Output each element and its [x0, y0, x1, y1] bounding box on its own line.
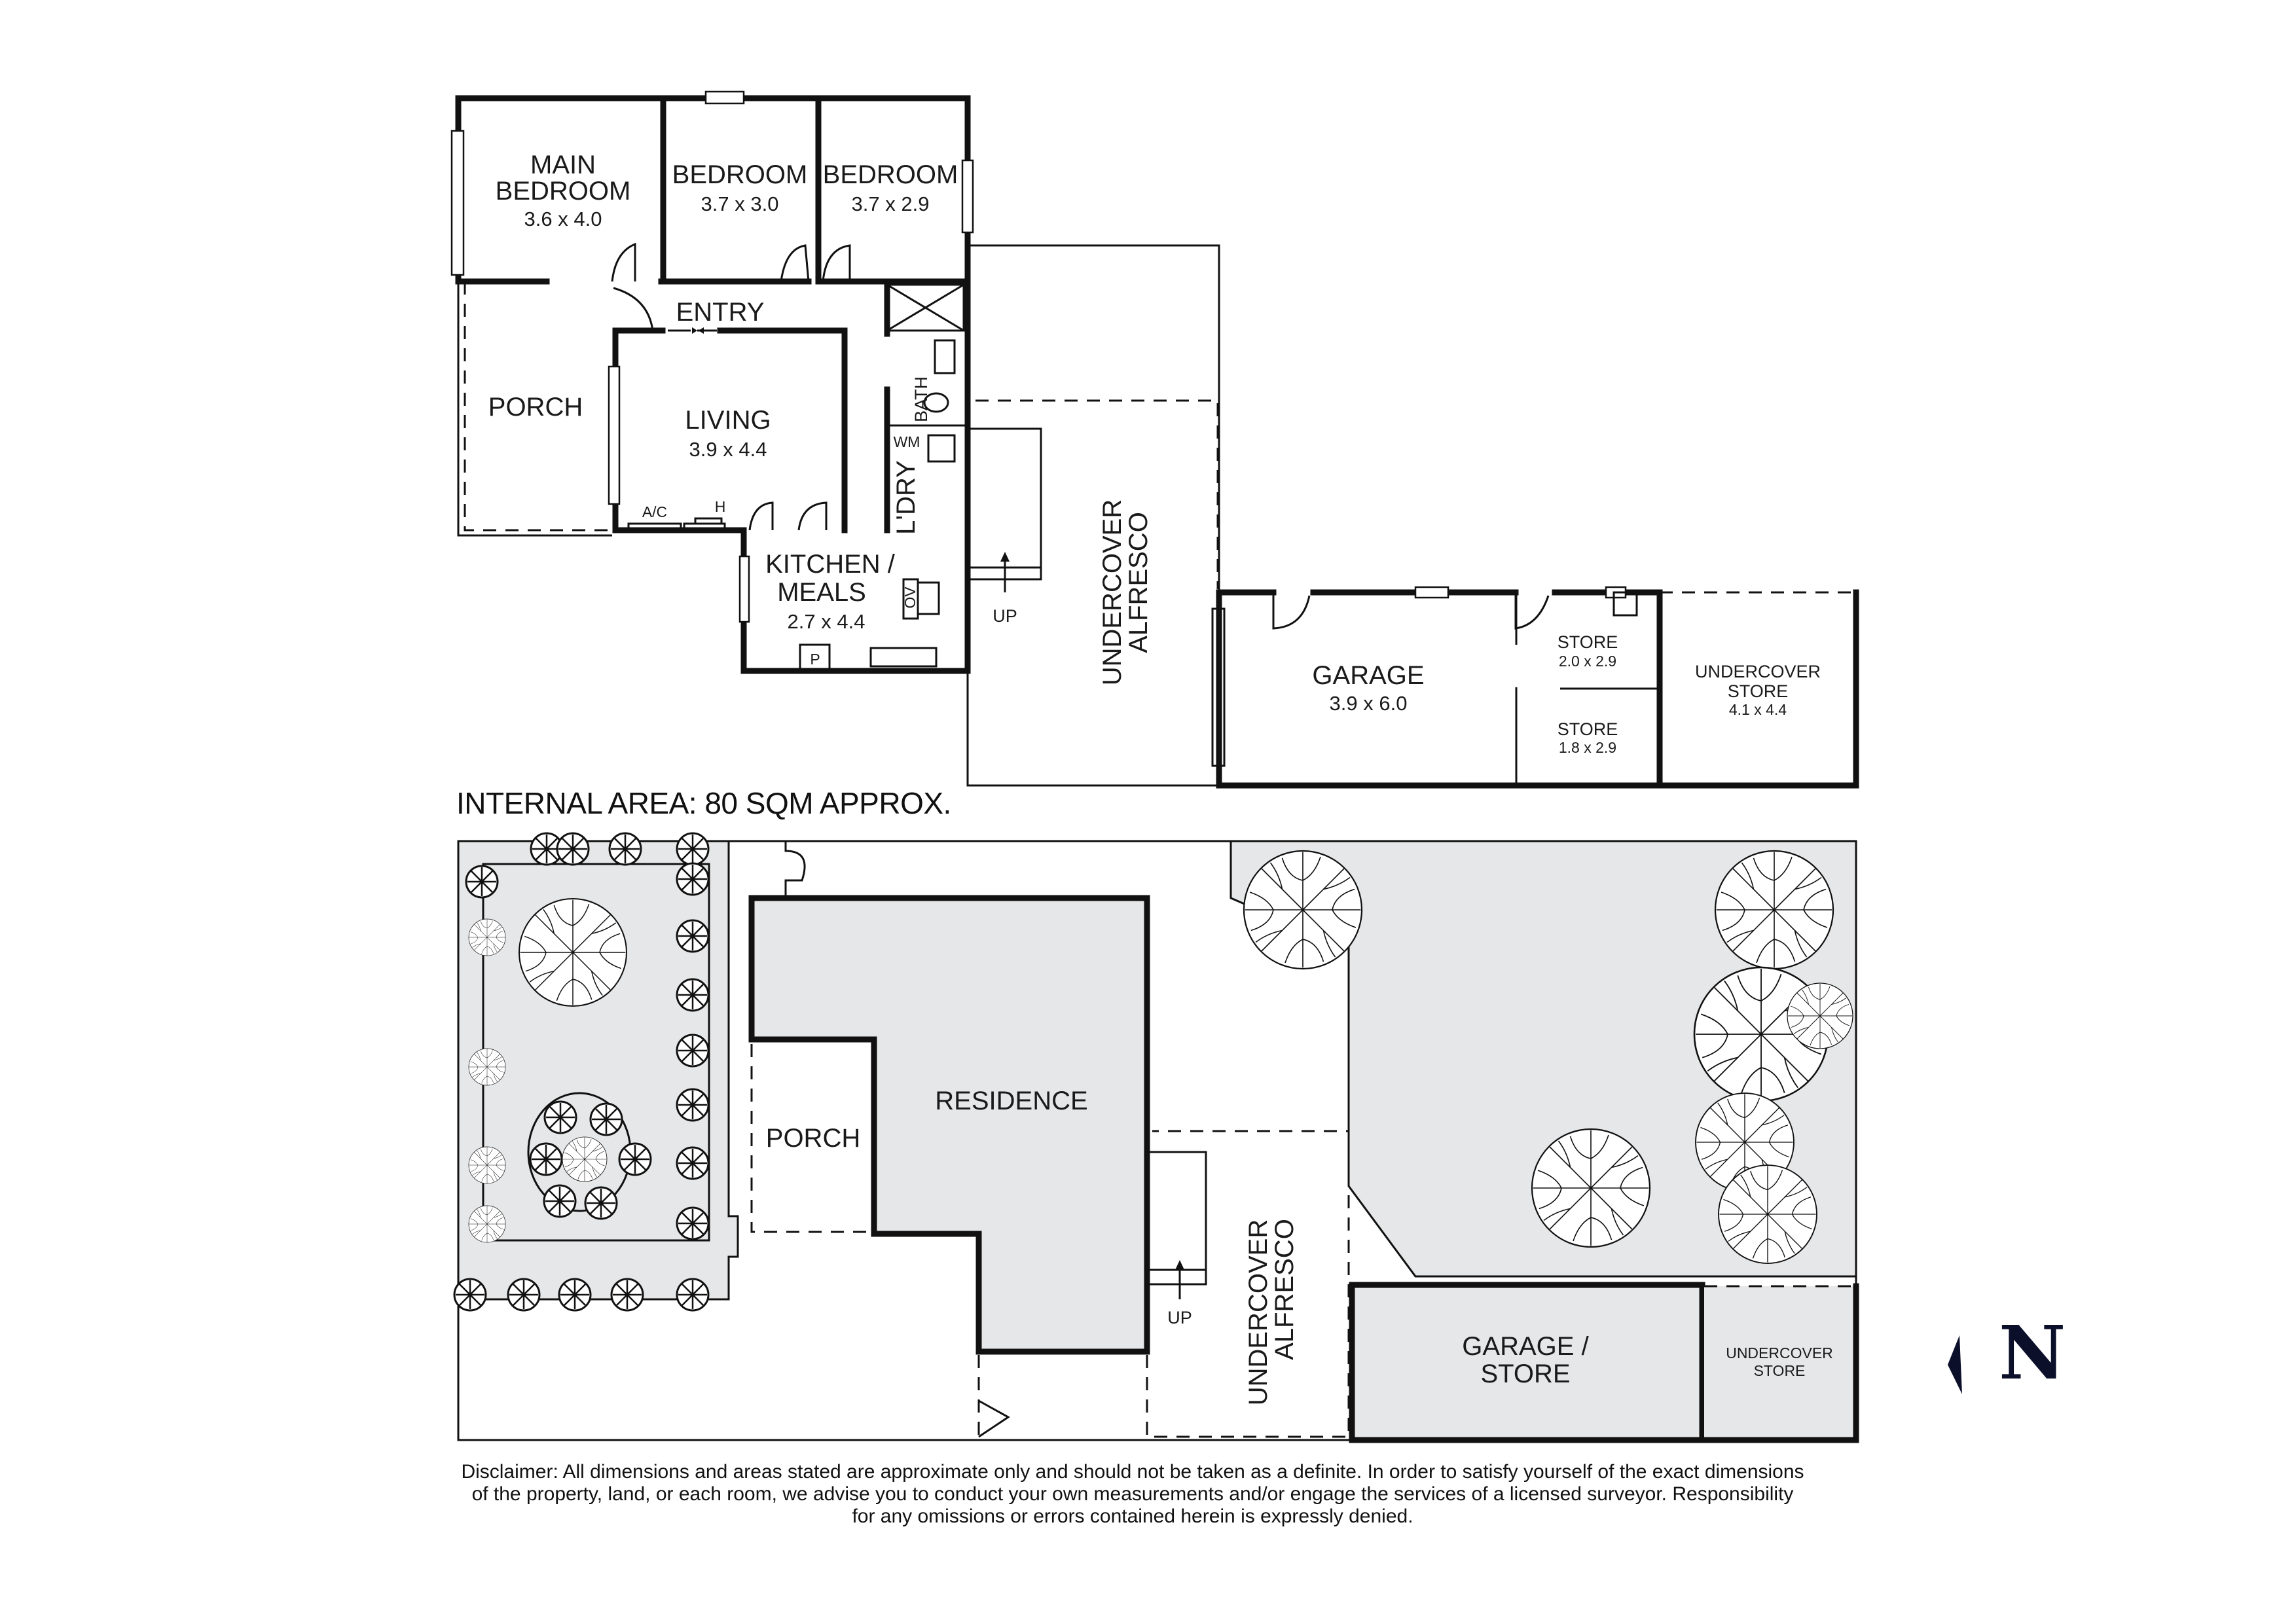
oven-label: OV: [902, 586, 919, 609]
disclaimer-line: Disclaimer: All dimensions and areas sta…: [461, 1461, 1804, 1483]
svg-text:ALFRESCO: ALFRESCO: [1270, 1219, 1299, 1360]
bath-label: BATH: [911, 376, 931, 422]
garage-label: GARAGE: [1312, 661, 1424, 690]
living-label: LIVING: [685, 406, 771, 435]
north-arrow: N: [1941, 1317, 2066, 1401]
bedroom3-label: BEDROOM: [823, 160, 958, 189]
pantry-label: P: [810, 651, 820, 668]
svg-text:ALFRESCO: ALFRESCO: [1124, 512, 1153, 653]
door-main-bedroom: [611, 242, 636, 282]
svg-text:STORE: STORE: [1728, 681, 1789, 701]
disclaimer-line: of the property, land, or each room, we …: [471, 1483, 1794, 1505]
undercover-store-label: UNDERCOVER: [1695, 662, 1821, 681]
disclaimer: Disclaimer: All dimensions and areas sta…: [367, 1461, 1899, 1528]
porch-label: PORCH: [488, 393, 583, 422]
svg-text:3.9 x 6.0: 3.9 x 6.0: [1330, 692, 1408, 715]
residence-label: RESIDENCE: [935, 1087, 1087, 1115]
site-plan: RESIDENCE PORCH UNDERCOVER ALFRESCO GARA…: [453, 832, 1859, 1443]
north-pointer-icon: [1948, 1335, 1962, 1394]
svg-text:3.7 x 3.0: 3.7 x 3.0: [701, 192, 779, 215]
door-entry: [613, 287, 654, 332]
svg-text:3.7 x 2.9: 3.7 x 2.9: [852, 192, 930, 215]
svg-text:2.0 x 2.9: 2.0 x 2.9: [1559, 653, 1616, 670]
disclaimer-line: for any omissions or errors contained he…: [852, 1505, 1413, 1527]
store2-label: STORE: [1558, 719, 1618, 739]
window: [608, 365, 621, 505]
main-bedroom-label: MAIN: [530, 151, 596, 179]
heater-label: H: [715, 498, 726, 515]
svg-text:2.7 x 4.4: 2.7 x 4.4: [788, 610, 866, 633]
site-alfresco-label: UNDERCOVER: [1244, 1219, 1273, 1405]
svg-text:STORE: STORE: [1480, 1360, 1570, 1388]
window: [961, 159, 974, 234]
svg-text:3.9 x 4.4: 3.9 x 4.4: [689, 438, 767, 461]
laundry-label: L'DRY: [892, 460, 920, 535]
store1-label: STORE: [1558, 632, 1618, 652]
entry-label: ENTRY: [676, 298, 765, 327]
svg-text:3.6 x 4.0: 3.6 x 4.0: [524, 207, 602, 230]
ac-label: A/C: [642, 503, 667, 520]
room-labels: MAIN BEDROOM 3.6 x 4.0 BEDROOM 3.7 x 3.0…: [488, 151, 1821, 756]
site-porch-label: PORCH: [766, 1124, 860, 1153]
window: [450, 130, 465, 276]
svg-text:BEDROOM: BEDROOM: [496, 177, 631, 206]
wm-label: WM: [894, 433, 920, 450]
site-garage-label: GARAGE /: [1462, 1332, 1589, 1361]
kitchen-label: KITCHEN /: [765, 550, 896, 579]
site-stairs-up-label: UP: [1167, 1308, 1192, 1327]
porch-outline: [464, 281, 612, 532]
internal-area-title: INTERNAL AREA: 80 SQM APPROX.: [456, 786, 951, 820]
window: [1414, 586, 1449, 599]
bedroom2-label: BEDROOM: [672, 160, 808, 189]
svg-text:4.1 x 4.4: 4.1 x 4.4: [1729, 701, 1787, 718]
window: [738, 555, 750, 623]
svg-text:STORE: STORE: [1754, 1362, 1806, 1379]
door-bedroom2: [780, 244, 810, 282]
site-undercover-store-label: UNDERCOVER: [1726, 1344, 1833, 1361]
stairs-up-label: UP: [993, 606, 1017, 626]
door-bedroom3: [822, 244, 851, 282]
svg-text:MEALS: MEALS: [777, 578, 866, 607]
window: [704, 90, 745, 105]
alfresco-label: UNDERCOVER: [1098, 499, 1127, 685]
north-letter: N: [1999, 1310, 2066, 1396]
svg-text:1.8 x 2.9: 1.8 x 2.9: [1559, 739, 1616, 756]
